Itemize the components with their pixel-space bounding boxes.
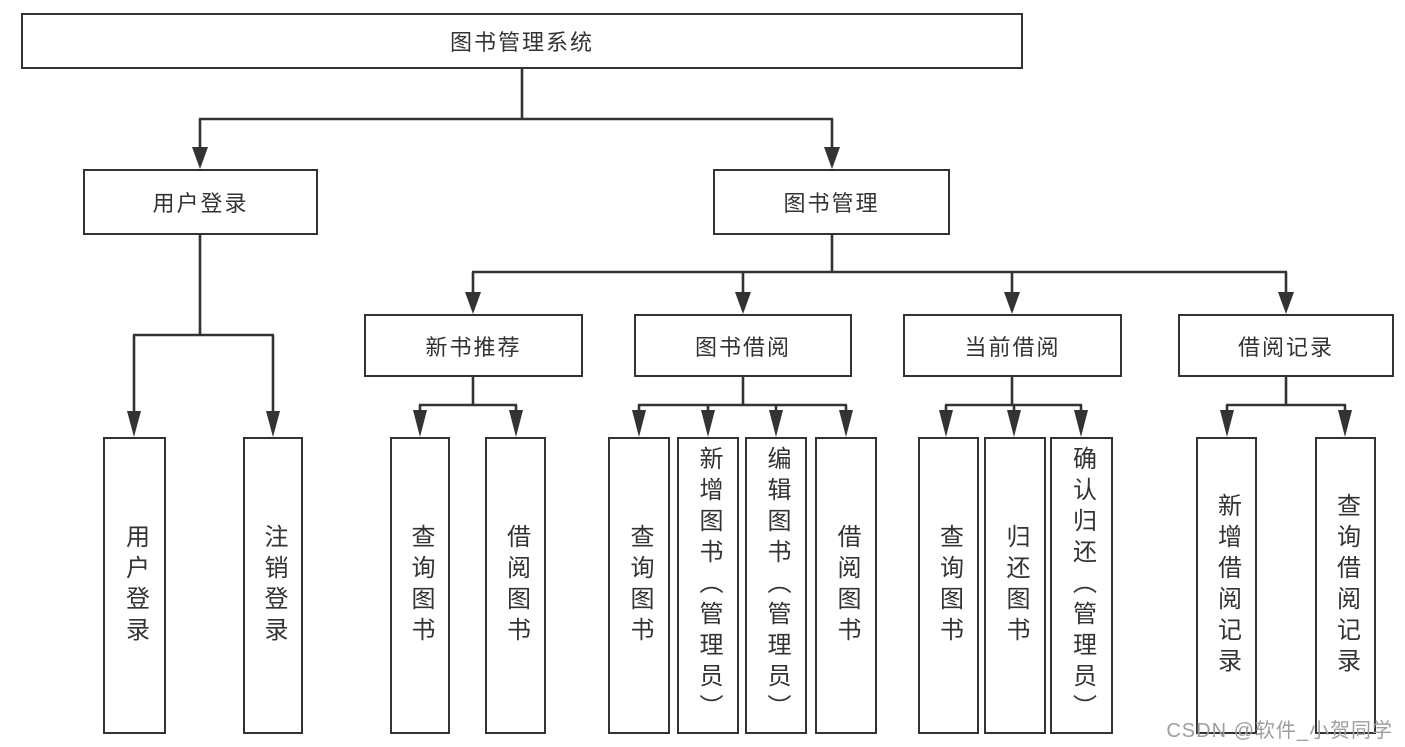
leaf-query-borrow-record: 查询借阅记录 (1315, 437, 1376, 734)
connector-new-book-children (413, 377, 523, 437)
arrowhead (1338, 410, 1352, 437)
arrowhead (1278, 292, 1294, 314)
node-user-login: 用户登录 (83, 169, 318, 235)
leaf-confirm-return-admin: 确认归还（管理员） (1050, 437, 1113, 734)
arrowhead (939, 410, 953, 437)
leaf-logout: 注销登录 (243, 437, 303, 734)
leaf-edit-book-admin: 编辑图书（管理员） (745, 437, 807, 734)
node-label: 查询图书 (935, 523, 963, 648)
arrowhead (1004, 292, 1020, 314)
node-book-management-system: 图书管理系统 (21, 13, 1023, 69)
node-label: 新增图书（管理员） (695, 446, 722, 725)
node-label: 查询图书 (626, 523, 653, 648)
leaf-add-borrow-record: 新增借阅记录 (1196, 437, 1257, 734)
arrowhead (632, 410, 646, 437)
node-label: 新增借阅记录 (1213, 492, 1241, 679)
connector-user-login-children (127, 235, 280, 437)
arrowhead (1220, 410, 1234, 437)
node-label: 新书推荐 (425, 334, 522, 360)
node-label: 图书管理 (783, 191, 880, 216)
connector-book-borrow-children (632, 377, 853, 437)
arrowhead (509, 410, 523, 437)
leaf-borrow-books-1: 借阅图书 (485, 437, 546, 734)
connector-book-mgmt-children (465, 235, 1294, 314)
arrowhead (824, 147, 840, 169)
arrowhead (1074, 410, 1088, 437)
node-label: 归还图书 (1002, 523, 1029, 648)
arrowhead (769, 410, 783, 437)
node-label: 借阅图书 (502, 523, 530, 648)
node-book-borrowing: 图书借阅 (634, 314, 852, 377)
arrowhead (413, 410, 427, 437)
node-label: 用户登录 (152, 191, 249, 216)
leaf-query-books-2: 查询图书 (608, 437, 670, 734)
arrowhead (735, 292, 751, 314)
leaf-query-books-1: 查询图书 (390, 437, 450, 734)
arrowhead (127, 411, 141, 437)
leaf-user-login: 用户登录 (103, 437, 166, 734)
node-book-management: 图书管理 (713, 169, 950, 235)
node-label: 借阅图书 (833, 523, 860, 648)
arrowhead (266, 411, 280, 437)
leaf-borrow-books-2: 借阅图书 (815, 437, 877, 734)
node-label: 借阅记录 (1237, 334, 1334, 360)
arrowhead (465, 292, 481, 314)
node-borrowing-records: 借阅记录 (1178, 314, 1394, 377)
node-label: 注销登录 (260, 523, 287, 648)
connector-borrow-record-children (1220, 377, 1352, 437)
node-label: 用户登录 (121, 523, 149, 648)
leaf-return-book: 归还图书 (984, 437, 1046, 734)
node-current-borrowing: 当前借阅 (903, 314, 1122, 377)
node-label: 查询图书 (407, 523, 434, 648)
leaf-query-books-3: 查询图书 (918, 437, 979, 734)
connector-current-borrow-children (939, 377, 1088, 437)
connector-root-to-level2 (192, 69, 840, 169)
node-label: 查询借阅记录 (1332, 492, 1360, 679)
node-label: 图书借阅 (694, 334, 791, 360)
node-label: 编辑图书（管理员） (763, 446, 790, 725)
arrowhead (839, 410, 853, 437)
arrowhead (192, 147, 208, 169)
arrowhead (701, 410, 715, 437)
csdn-watermark: CSDN @软件_小贺同学 (1166, 720, 1393, 742)
leaf-add-book-admin: 新增图书（管理员） (677, 437, 739, 734)
node-label: 图书管理系统 (449, 30, 594, 55)
node-new-book-recommend: 新书推荐 (364, 314, 583, 377)
node-label: 确认归还（管理员） (1068, 446, 1096, 725)
arrowhead (1007, 410, 1021, 437)
node-label: 当前借阅 (964, 334, 1061, 360)
